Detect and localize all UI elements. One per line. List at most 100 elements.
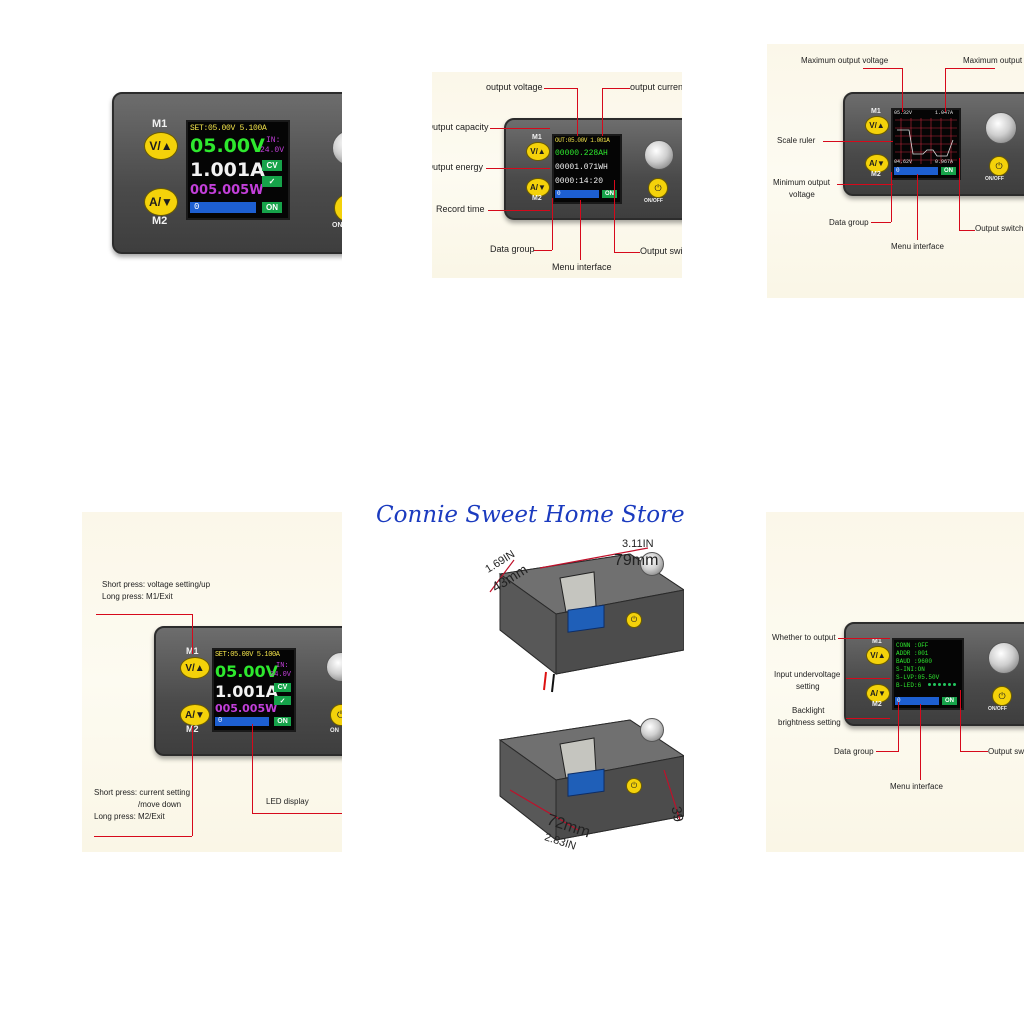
current-down-button[interactable]: A/▼ bbox=[526, 178, 550, 197]
leader-line bbox=[945, 68, 995, 69]
label-max-voltage: Maximum output voltage bbox=[801, 56, 889, 65]
leader-line bbox=[876, 751, 898, 752]
check-badge: ✓ bbox=[262, 176, 282, 187]
leader-line bbox=[871, 222, 891, 223]
label-whether-output: Whether to output bbox=[772, 633, 836, 642]
data-group-number: 0 bbox=[218, 717, 223, 725]
adjust-knob[interactable] bbox=[332, 130, 342, 166]
m1-label: M1 bbox=[532, 134, 542, 141]
label-output-switch: Output switch bbox=[975, 224, 1024, 233]
onoff-label: ON bbox=[330, 728, 339, 734]
leader-line bbox=[486, 168, 550, 169]
power-button: ⏻ bbox=[626, 612, 642, 628]
brightness-dot bbox=[933, 683, 936, 686]
power-supply-module: M1 V/▲ A/▼ M2 05.32V 1.047A 04.62V 0.967… bbox=[843, 92, 1024, 196]
output-on-badge: ON bbox=[941, 167, 956, 175]
power-button[interactable]: ⏻ bbox=[330, 704, 342, 726]
input-voltage: 24.0V bbox=[260, 146, 285, 155]
label-backlight-2: brightness setting bbox=[778, 718, 841, 727]
leader-line bbox=[846, 718, 890, 719]
leader-line bbox=[898, 702, 899, 752]
adjust-knob[interactable] bbox=[988, 642, 1020, 674]
label-data-group: Data group bbox=[834, 747, 874, 756]
current-down-button[interactable]: A/▼ bbox=[180, 704, 210, 726]
data-group-bar bbox=[555, 190, 599, 198]
voltage-up-button[interactable]: V/▲ bbox=[180, 657, 210, 679]
label-output-energy: Output energy bbox=[432, 162, 484, 172]
output-on-badge: ON bbox=[602, 190, 617, 198]
power-button[interactable]: ⏻ bbox=[334, 194, 342, 222]
current-down-button[interactable]: A/▼ bbox=[144, 188, 178, 216]
tile-output-stats: M1 V/▲ A/▼ M2 OUT:05.00V 1.001A 00000.22… bbox=[432, 72, 682, 278]
leader-line bbox=[534, 250, 552, 251]
leader-line bbox=[580, 200, 581, 260]
adjust-knob[interactable] bbox=[985, 112, 1017, 144]
min-current-readout: 0.967A bbox=[935, 159, 954, 165]
tile-button-functions: M1 V/▲ A/▼ M2 SET:05.00V 5.100A 05.00V 1… bbox=[82, 512, 342, 852]
m1-label: M1 bbox=[871, 108, 881, 115]
leader-line bbox=[602, 88, 603, 136]
leader-line bbox=[614, 180, 615, 252]
label-data-group: Data group bbox=[829, 218, 869, 227]
leader-line bbox=[846, 678, 890, 679]
leader-line bbox=[488, 210, 550, 211]
current-readout: 1.001A bbox=[190, 159, 265, 181]
adjust-knob[interactable] bbox=[326, 652, 342, 682]
leader-line bbox=[959, 158, 960, 230]
label-backlight-1: Backlight bbox=[792, 706, 825, 715]
max-current-readout: 1.047A bbox=[935, 110, 954, 116]
data-group-number: 0 bbox=[896, 167, 900, 174]
tile-main-display: M1 V/▲ A/▼ M2 SET:05.00V 5.100A 05.00V 1… bbox=[100, 80, 342, 270]
label-menu-interface: Menu interface bbox=[891, 242, 944, 251]
power-button[interactable]: ⏻ bbox=[648, 178, 668, 198]
output-on-badge: ON bbox=[262, 202, 282, 213]
label-output-capacity: Output capacity bbox=[432, 122, 489, 132]
leader-line bbox=[544, 88, 578, 89]
voltage-up-button[interactable]: V/▲ bbox=[144, 132, 178, 160]
voltage-readout: 05.00V bbox=[190, 135, 265, 157]
lcd-screen: SET:05.00V 5.100A 05.00V 1.001A 005.005W… bbox=[212, 648, 296, 732]
adjust-knob[interactable] bbox=[644, 140, 674, 170]
power-button[interactable]: ⏻ bbox=[989, 156, 1009, 176]
leader-line bbox=[959, 230, 975, 231]
current-readout: 1.001A bbox=[215, 682, 278, 701]
power-button[interactable]: ⏻ bbox=[992, 686, 1012, 706]
label-short-press-down-2: /move down bbox=[138, 800, 182, 809]
leader-line bbox=[252, 724, 253, 814]
current-down-button[interactable]: A/▼ bbox=[866, 684, 890, 703]
adjust-knob bbox=[640, 718, 664, 742]
leader-line bbox=[960, 751, 988, 752]
onoff-label: ON bbox=[332, 222, 342, 229]
onoff-label: ON/OFF bbox=[644, 198, 663, 204]
brightness-dot bbox=[928, 683, 931, 686]
brightness-dot bbox=[948, 683, 951, 686]
voltage-up-button[interactable]: V/▲ bbox=[865, 116, 889, 135]
label-max-current: Maximum output bbox=[963, 56, 1023, 65]
m2-label: M2 bbox=[871, 171, 881, 178]
voltage-up-button[interactable]: V/▲ bbox=[526, 142, 550, 161]
set-line: SET:05.00V 5.100A bbox=[190, 124, 267, 133]
width-mm: 79mm bbox=[614, 552, 659, 569]
baud-setting: BAUD :9600 bbox=[896, 658, 933, 665]
current-down-button[interactable]: A/▼ bbox=[865, 154, 889, 173]
label-output-voltage: output voltage bbox=[486, 82, 543, 92]
leader-line bbox=[863, 68, 903, 69]
conn-setting: CONN :OFF bbox=[896, 642, 929, 649]
voltage-up-button[interactable]: V/▲ bbox=[866, 646, 890, 665]
m2-label: M2 bbox=[152, 215, 168, 227]
label-led-display: LED display bbox=[266, 797, 309, 806]
data-group-number: 0 bbox=[557, 190, 561, 197]
onoff-label: ON/OFF bbox=[988, 706, 1007, 712]
label-output-switch: Output swi bbox=[640, 246, 682, 256]
data-group-number: 0 bbox=[194, 202, 200, 212]
addr-setting: ADDR :001 bbox=[896, 650, 929, 657]
leader-line bbox=[891, 172, 892, 222]
input-label: IN: bbox=[266, 136, 281, 145]
leader-line bbox=[960, 690, 961, 752]
check-badge: ✓ bbox=[274, 696, 291, 705]
leader-line bbox=[602, 88, 630, 89]
label-output-current: output curren bbox=[630, 82, 682, 92]
leader-line bbox=[192, 726, 193, 836]
label-data-group: Data group bbox=[490, 244, 535, 254]
label-input-undervoltage-2: setting bbox=[796, 682, 820, 691]
